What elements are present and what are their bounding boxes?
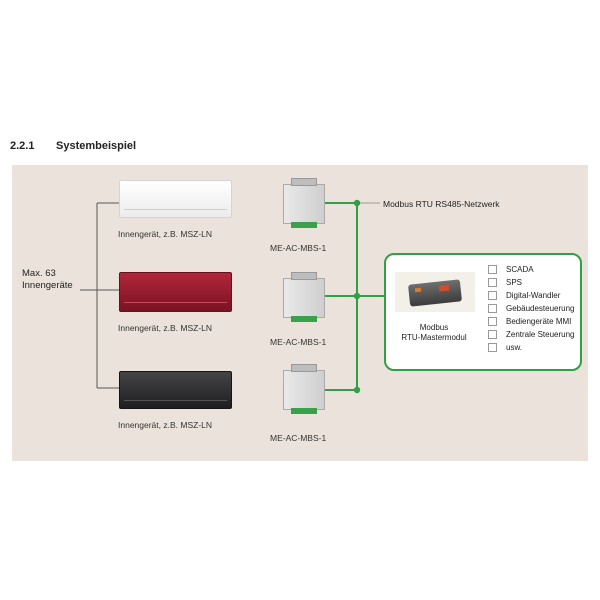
modbus-module-3: [283, 364, 325, 416]
section-title: Systembeispiel: [56, 140, 137, 152]
indoor-unit-3-label: Innengerät, z.B. MSZ-LN: [118, 420, 213, 430]
list-item: Gebäudesteuerung: [488, 302, 575, 315]
modbus-module-1: [283, 178, 325, 228]
modbus-module-3-label: ME-AC-MBS-1: [270, 433, 327, 443]
master-module-device: [395, 272, 475, 314]
master-module-label: Modbus RTU-Mastermodul: [401, 323, 467, 342]
master-items-list: SCADA SPS Digital-Wandler Gebäudesteueru…: [488, 263, 575, 354]
checkbox-icon: [488, 330, 497, 339]
indoor-unit-2-label: Innengerät, z.B. MSZ-LN: [118, 323, 213, 333]
modbus-module-2: [283, 272, 325, 324]
checkbox-icon: [488, 343, 497, 352]
modbus-module-1-label: ME-AC-MBS-1: [270, 243, 327, 253]
master-module-box: Modbus RTU-Mastermodul SCADA SPS Digital…: [384, 253, 582, 371]
checkbox-icon: [488, 278, 497, 287]
indoor-unit-1-label: Innengerät, z.B. MSZ-LN: [118, 229, 213, 239]
checkbox-icon: [488, 265, 497, 274]
checkbox-icon: [488, 317, 497, 326]
network-label: Modbus RTU RS485-Netzwerk: [383, 199, 500, 209]
list-item: SCADA: [488, 263, 575, 276]
checkbox-icon: [488, 304, 497, 313]
list-item: Bediengeräte MMI: [488, 315, 575, 328]
list-item: SPS: [488, 276, 575, 289]
checkbox-icon: [488, 291, 497, 300]
section-number: 2.2.1: [10, 140, 35, 152]
max-indoor-label: Max. 63 Innengeräte: [22, 268, 73, 291]
indoor-unit-3: [119, 371, 232, 411]
list-item: usw.: [488, 341, 575, 354]
tree-lines: [80, 202, 120, 389]
indoor-unit-2: [119, 272, 232, 314]
list-item: Zentrale Steuerung: [488, 328, 575, 341]
list-item: Digital-Wandler: [488, 289, 575, 302]
indoor-unit-1: [119, 180, 232, 220]
modbus-module-2-label: ME-AC-MBS-1: [270, 337, 327, 347]
